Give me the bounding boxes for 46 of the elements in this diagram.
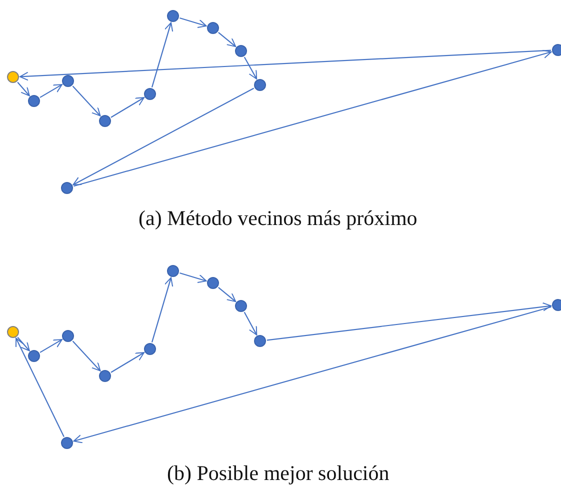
arrow <box>17 82 30 96</box>
city-point <box>167 265 179 277</box>
arrow <box>40 339 62 353</box>
arrow <box>72 340 101 372</box>
city-point <box>61 182 73 194</box>
arrow <box>110 352 144 373</box>
arrow <box>15 338 64 437</box>
arrow <box>266 302 552 341</box>
city-point <box>254 79 266 91</box>
city-point <box>144 343 156 355</box>
city-point <box>235 300 247 312</box>
city-point <box>99 115 111 127</box>
arrow <box>151 22 174 88</box>
arrow <box>151 277 174 342</box>
arrow <box>180 17 207 28</box>
arrow <box>72 88 254 186</box>
arrow <box>244 312 258 336</box>
arrow <box>110 97 144 118</box>
city-point <box>207 22 219 34</box>
city-point <box>62 75 74 87</box>
arrow <box>218 287 236 302</box>
city-point <box>552 299 561 311</box>
arrow <box>17 336 30 352</box>
city-point <box>61 437 73 449</box>
city-point <box>235 45 247 57</box>
subfigure-caption: (a) Método vecinos más próximo <box>138 206 418 230</box>
city-point <box>28 350 40 362</box>
arrow <box>218 32 236 48</box>
city-point <box>99 370 111 382</box>
subfigure-caption: (b) Posible mejor solución <box>167 460 390 486</box>
arrow <box>74 50 552 187</box>
city-point <box>167 10 179 22</box>
city-point <box>62 330 74 342</box>
city-point <box>207 277 219 289</box>
arrow <box>244 56 258 80</box>
city-point <box>28 95 40 107</box>
arrow <box>40 84 62 98</box>
arrow <box>73 306 552 444</box>
arrow <box>20 50 552 81</box>
city-point <box>144 88 156 100</box>
city-point <box>552 44 561 56</box>
start-point <box>7 71 19 83</box>
city-point <box>254 335 266 347</box>
arrow <box>180 272 207 284</box>
start-point <box>7 326 19 338</box>
arrow <box>72 86 101 116</box>
